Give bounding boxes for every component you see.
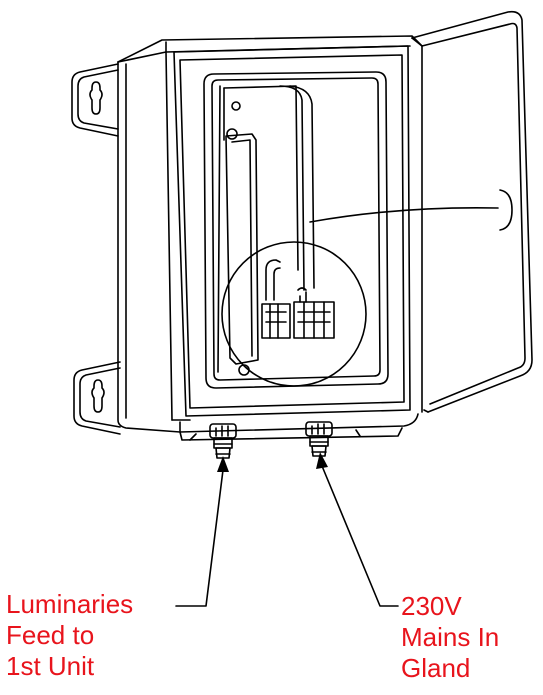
right-cable-gland (305, 421, 333, 457)
detail-circle (221, 241, 367, 387)
label-line: 230V (401, 591, 462, 621)
keyhole-slot-icon (89, 81, 103, 115)
label-line: Gland (401, 653, 471, 683)
window-opening (203, 71, 389, 389)
label-line: 1st Unit (6, 651, 95, 681)
bottom-mounting-bracket (73, 361, 121, 435)
enclosure-body (117, 35, 423, 441)
left-cable-gland (209, 423, 237, 459)
leader-arrow-luminaries-feed (175, 456, 229, 607)
enclosure-door (309, 10, 533, 413)
door-hinge-icon (499, 189, 513, 231)
luminaries-feed-label: Luminaries Feed to 1st Unit (6, 589, 133, 682)
label-line: Luminaries (6, 589, 134, 619)
label-line: Feed to (6, 620, 95, 650)
label-line: Mains In (401, 622, 500, 652)
mains-in-gland-label: 230V Mains In Gland (401, 591, 499, 684)
keyhole-slot-icon (91, 379, 105, 413)
top-mounting-bracket (71, 63, 119, 137)
internal-components (221, 85, 367, 387)
leader-arrow-mains-in (316, 452, 399, 607)
